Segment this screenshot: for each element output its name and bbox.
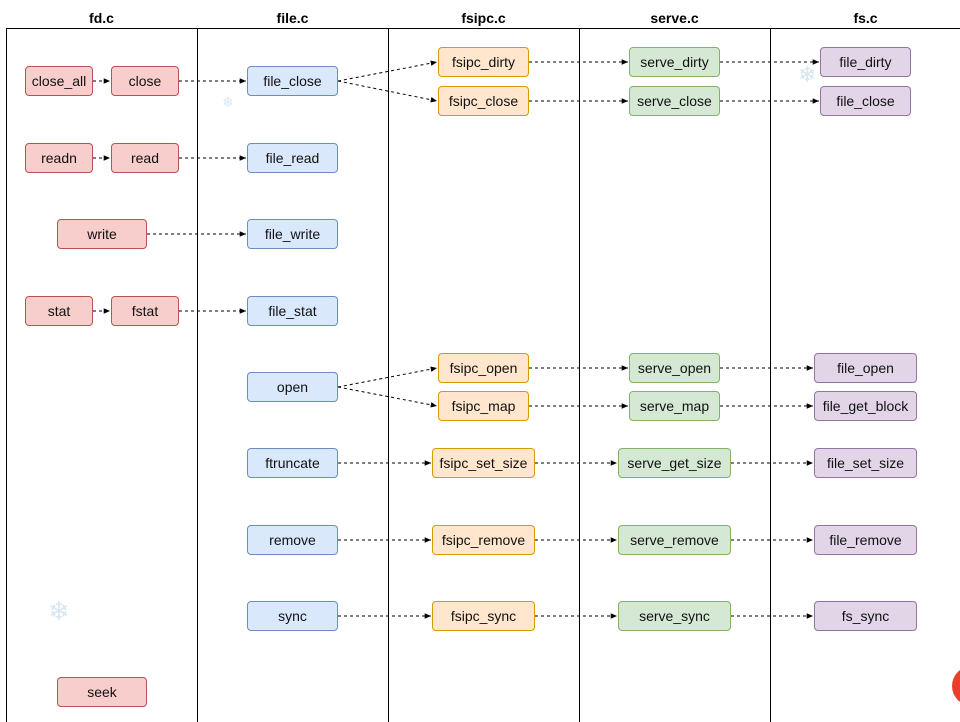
node-serve-get-size[interactable]: serve_get_size: [618, 448, 731, 478]
lane-divider: [579, 28, 580, 722]
node-fs-file-close[interactable]: file_close: [820, 86, 911, 116]
node-remove[interactable]: remove: [247, 525, 338, 555]
node-serve-map[interactable]: serve_map: [629, 391, 720, 421]
column-title-fs-c: fs.c: [853, 10, 878, 26]
column-title-file-c: file.c: [276, 10, 309, 26]
node-ftruncate[interactable]: ftruncate: [247, 448, 338, 478]
column-title-serve-c: serve.c: [650, 10, 699, 26]
node-fs-sync[interactable]: fs_sync: [814, 601, 917, 631]
node-seek[interactable]: seek: [57, 677, 147, 707]
node-serve-dirty[interactable]: serve_dirty: [629, 47, 720, 77]
lane-divider: [6, 28, 7, 722]
node-file-write[interactable]: file_write: [247, 219, 338, 249]
snowflake-icon: ❄: [798, 62, 817, 87]
node-close-all[interactable]: close_all: [25, 66, 93, 96]
node-serve-sync[interactable]: serve_sync: [618, 601, 731, 631]
node-readn[interactable]: readn: [25, 143, 93, 173]
node-fsipc-remove[interactable]: fsipc_remove: [432, 525, 535, 555]
node-fsipc-sync[interactable]: fsipc_sync: [432, 601, 535, 631]
edge-open-to-fsipc_map: [337, 386, 438, 408]
node-file-open[interactable]: file_open: [814, 353, 917, 383]
node-fsipc-map[interactable]: fsipc_map: [438, 391, 529, 421]
column-title-fsipc-c: fsipc.c: [461, 10, 506, 26]
edge-file_close-to-fsipc_close: [337, 80, 438, 103]
node-file-stat[interactable]: file_stat: [247, 296, 338, 326]
node-fsipc-set-size[interactable]: fsipc_set_size: [432, 448, 535, 478]
node-fsipc-open[interactable]: fsipc_open: [438, 353, 529, 383]
node-file-set-size[interactable]: file_set_size: [814, 448, 917, 478]
node-serve-open[interactable]: serve_open: [629, 353, 720, 383]
node-fsipc-dirty[interactable]: fsipc_dirty: [438, 47, 529, 77]
node-fsipc-close[interactable]: fsipc_close: [438, 86, 529, 116]
node-serve-remove[interactable]: serve_remove: [618, 525, 731, 555]
header-divider: [6, 28, 960, 29]
node-close[interactable]: close: [111, 66, 179, 96]
node-fstat[interactable]: fstat: [111, 296, 179, 326]
node-file-read[interactable]: file_read: [247, 143, 338, 173]
column-title-fd-c: fd.c: [89, 10, 114, 26]
node-file-get-block[interactable]: file_get_block: [814, 391, 917, 421]
node-file-close[interactable]: file_close: [247, 66, 338, 96]
node-serve-close[interactable]: serve_close: [629, 86, 720, 116]
record-button-icon[interactable]: [952, 666, 960, 706]
node-open[interactable]: open: [247, 372, 338, 402]
lane-divider: [770, 28, 771, 722]
node-stat[interactable]: stat: [25, 296, 93, 326]
node-file-dirty[interactable]: file_dirty: [820, 47, 911, 77]
node-file-remove[interactable]: file_remove: [814, 525, 917, 555]
node-sync[interactable]: sync: [247, 601, 338, 631]
node-read[interactable]: read: [111, 143, 179, 173]
node-write[interactable]: write: [57, 219, 147, 249]
snowflake-icon: ❄: [48, 596, 70, 626]
lane-divider: [388, 28, 389, 722]
snowflake-icon: ❄: [222, 94, 234, 110]
edge-open-to-fsipc_open: [337, 366, 438, 388]
lane-divider: [197, 28, 198, 722]
edge-file_close-to-fsipc_dirty: [337, 60, 438, 82]
